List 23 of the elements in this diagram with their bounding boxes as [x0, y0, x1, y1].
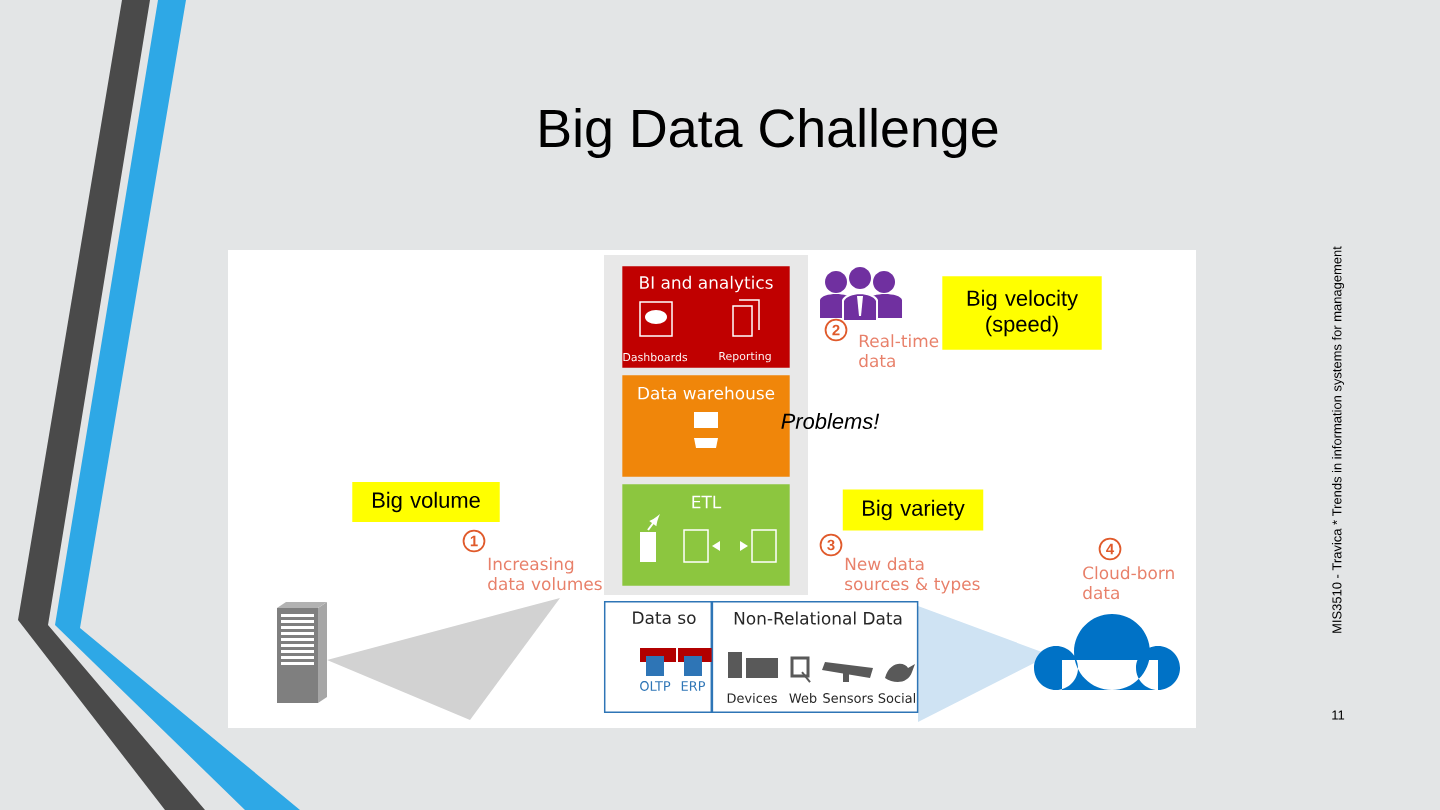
callout-text: New data sources & types — [845, 557, 980, 594]
page-number: 11 — [1332, 710, 1345, 720]
icon-label: Reporting — [719, 351, 771, 363]
footer-text: MIS3510 - Travica * Trends in information systems for management — [1332, 246, 1345, 633]
highlight-box: Big variety — [842, 489, 984, 531]
highlight-box: Big velocity (speed) — [942, 276, 1102, 350]
icon-label: OLTP — [640, 681, 671, 691]
tile: ETL — [622, 484, 790, 586]
icon-label: ERP — [681, 681, 706, 691]
icon-label: Sensors — [823, 693, 873, 703]
callout-number: 4 — [1098, 537, 1122, 561]
callout-text: Real-time data — [859, 334, 939, 368]
icon-label: Devices — [727, 693, 777, 703]
icon-label: Web — [789, 693, 817, 703]
icon-label: Social — [878, 693, 915, 703]
callout-number: 2 — [824, 318, 848, 342]
icon-label: Dashboards — [623, 352, 688, 362]
highlight-box: Big volume — [352, 482, 500, 522]
callout-number: 3 — [819, 533, 843, 557]
title: Big Data Challenge — [540, 107, 998, 159]
callout-text: Increasing data volumes — [488, 557, 602, 591]
callout-number: 1 — [462, 529, 486, 553]
callout-text: Cloud-born data — [1083, 566, 1174, 600]
